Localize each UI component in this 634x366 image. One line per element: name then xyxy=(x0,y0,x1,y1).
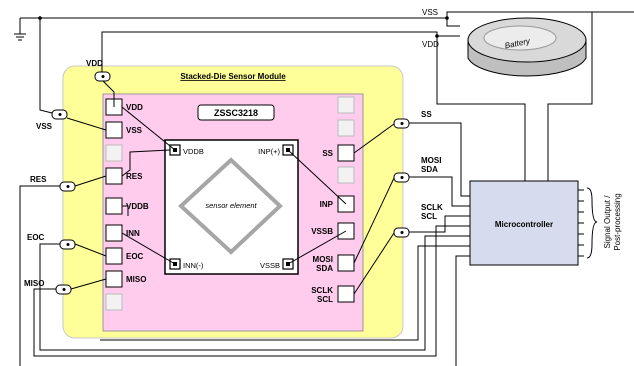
microcontroller-label: Microcontroller xyxy=(495,220,553,229)
pad-mosi xyxy=(337,254,355,272)
pin-ss-label: SS xyxy=(322,149,333,158)
signal-output-line2: Post-processing xyxy=(613,193,622,250)
signal-output-line1: Signal Output / xyxy=(603,195,612,249)
vss-junction xyxy=(38,16,42,20)
connector-wires xyxy=(66,80,395,295)
pin-sda-label: SDA xyxy=(316,264,333,273)
bond-wires xyxy=(121,106,347,265)
external-connectors xyxy=(51,71,410,295)
chip-name-box xyxy=(197,104,275,121)
pin-vssb-label: VSSB xyxy=(311,227,333,236)
ext-ss-label: SS xyxy=(421,110,432,119)
pad-res xyxy=(105,167,123,185)
pad-sclk xyxy=(337,285,355,303)
pin-miso-label: MISO xyxy=(126,275,146,284)
pin-vddb-label: VDDB xyxy=(126,202,149,211)
ext-eoc-label: EOC xyxy=(27,233,45,242)
ext-sclk-label: SCLK xyxy=(421,203,443,212)
pin-sclk-label: SCLK xyxy=(311,286,333,295)
pad-ss xyxy=(337,144,355,162)
rail-vss-label: VSS xyxy=(422,8,438,17)
pin-mosi-label: MOSI xyxy=(313,255,333,264)
ext-res-label: RES xyxy=(30,175,47,184)
sensor-inp-label: INP(+) xyxy=(258,147,280,156)
right-pad-column xyxy=(337,96,355,303)
sensor-vddb-label: VDDB xyxy=(183,147,204,156)
pin-scl-label: SCL xyxy=(317,295,333,304)
output-brace xyxy=(586,187,598,259)
vss-junction-right xyxy=(445,16,449,20)
pad-vss xyxy=(105,121,123,139)
vdd-junction xyxy=(435,34,439,38)
signal-wiring xyxy=(19,122,470,366)
power-wiring xyxy=(19,11,634,181)
pin-eoc-label: EOC xyxy=(126,252,144,261)
ext-scl-label: SCL xyxy=(421,212,437,221)
sensor-diamond xyxy=(178,157,283,255)
pad-unused-r1 xyxy=(337,96,355,114)
ext-sda-label: SDA xyxy=(421,165,438,174)
module-title: Stacked-Die Sensor Module xyxy=(180,72,286,81)
sensor-inn-label: INN(-) xyxy=(183,261,204,270)
ext-vss-label: VSS xyxy=(36,122,53,131)
mcu-output-pins xyxy=(578,189,584,257)
pad-inn xyxy=(105,224,123,242)
pin-vdd-label: VDD xyxy=(126,103,143,112)
ext-miso-label: MISO xyxy=(24,279,44,288)
pin-inn-label: INN xyxy=(126,229,140,238)
battery-icon: Battery xyxy=(467,17,587,77)
ground-icon xyxy=(14,33,26,41)
left-pad-column xyxy=(105,98,123,311)
pad-vddb xyxy=(105,197,123,215)
sensor-vssb-label: VSSB xyxy=(260,261,280,270)
pad-unused-l1 xyxy=(105,144,123,162)
pad-eoc xyxy=(105,247,123,265)
rail-vdd-label: VDD xyxy=(422,40,439,49)
pad-miso xyxy=(105,270,123,288)
sensor-element-label: sensor element xyxy=(205,201,257,210)
pin-inp-label: INP xyxy=(320,200,334,209)
pad-unused-r3 xyxy=(337,166,355,184)
pad-unused-r2 xyxy=(337,119,355,137)
ext-vdd-label: VDD xyxy=(86,59,103,68)
chip-name: ZSSC3218 xyxy=(214,108,258,118)
microcontroller-box xyxy=(469,180,579,266)
pin-vss-label: VSS xyxy=(126,126,143,135)
pad-unused-l2 xyxy=(105,293,123,311)
ext-mosi-label: MOSI xyxy=(421,156,441,165)
pin-res-label: RES xyxy=(126,172,143,181)
